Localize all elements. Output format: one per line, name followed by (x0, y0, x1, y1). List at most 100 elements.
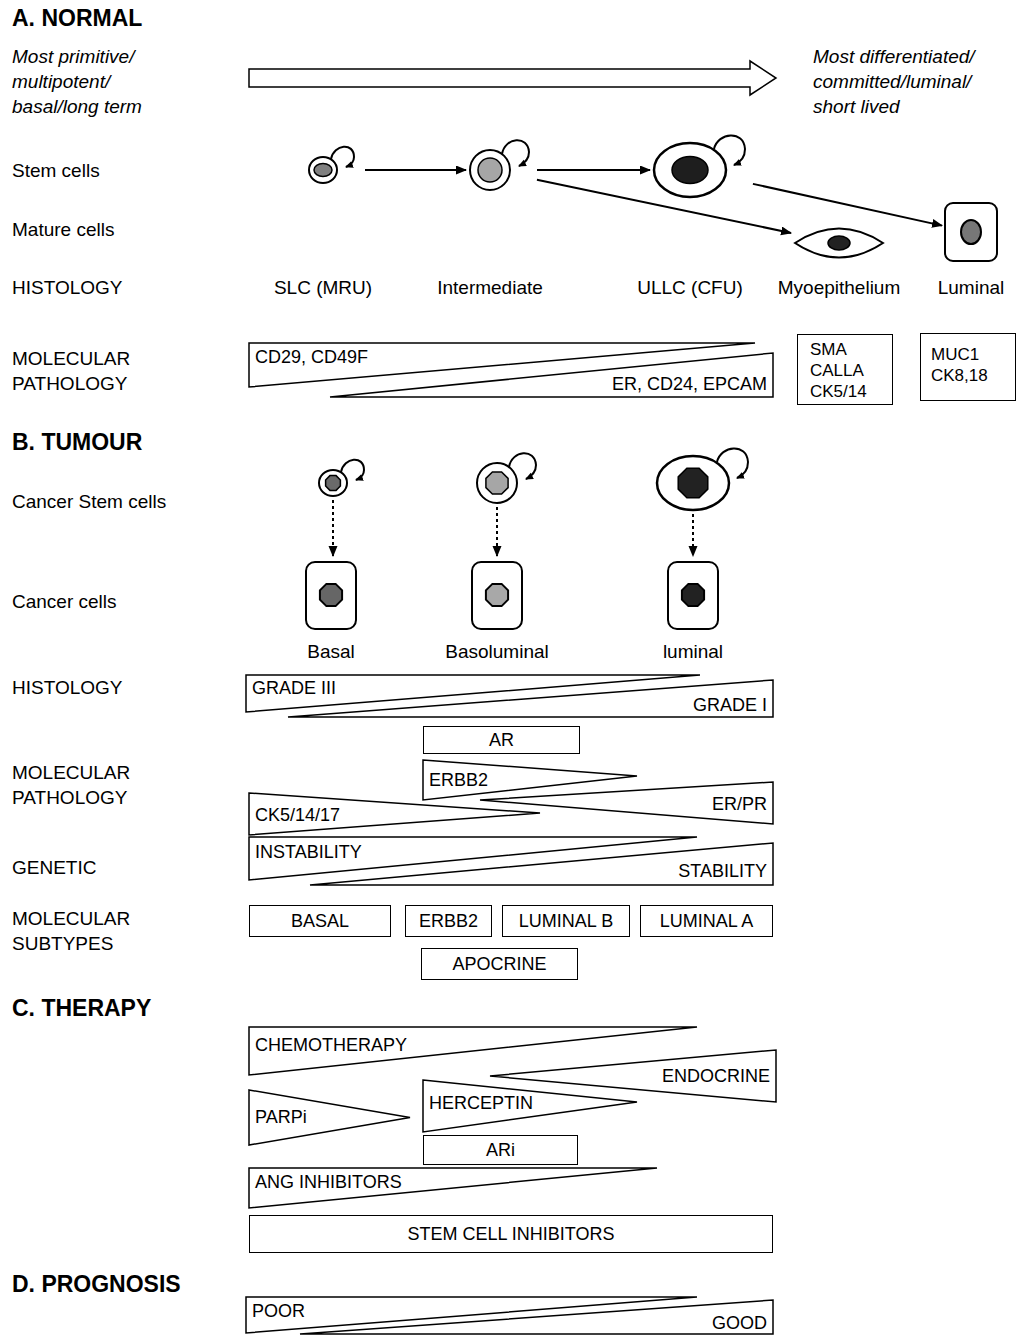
cell-drawing (307, 140, 362, 186)
section-heading: B. TUMOUR (12, 429, 142, 455)
row-label: HISTOLOGY (12, 675, 123, 700)
drawing-path (714, 135, 745, 165)
cell-label: luminal (663, 639, 723, 664)
cell-label: ULLC (CFU) (637, 275, 743, 300)
category-box: LUMINAL B (502, 905, 630, 937)
band-text: ERBB2 (419, 911, 478, 931)
drawing-circle (478, 158, 502, 182)
drawing-ellipse (672, 157, 708, 184)
cell-drawing (468, 134, 534, 192)
cell: Intermediate (468, 134, 534, 192)
connector (753, 184, 942, 226)
cell: ULLC (CFU) (652, 128, 750, 199)
category-box: LUMINAL A (640, 905, 773, 937)
connector (365, 169, 466, 171)
wedge-outline (300, 1300, 773, 1334)
category-box: BASAL (249, 905, 391, 937)
gradient-wedge: ERBB2 (423, 760, 637, 800)
gradient-wedge: GRADE III (246, 675, 700, 712)
section-heading: C. THERAPY (12, 995, 151, 1021)
band-text: APOCRINE (452, 954, 546, 974)
band-text: GOOD (712, 1313, 767, 1333)
row-label: MOLECULAR SUBTYPES (12, 906, 162, 956)
cell-label: Basoluminal (445, 639, 549, 664)
cell-drawing (305, 561, 357, 630)
drawing-polygon (486, 472, 508, 494)
cell-drawing (667, 561, 719, 630)
drawing-path (795, 229, 883, 258)
drawing-ellipse (319, 470, 347, 496)
wedge-shape (423, 1080, 637, 1132)
drawing-polygon (320, 584, 342, 606)
cell: luminal (667, 561, 719, 630)
cell: Luminal (944, 202, 998, 262)
cell-drawing (944, 202, 998, 262)
band-text: MUC1 CK8,18 (931, 344, 1011, 386)
cell-drawing (471, 561, 523, 630)
dashed-arrow (332, 500, 334, 556)
gradient-wedge: ER/PR (480, 782, 773, 824)
cell: SLC (MRU) (307, 140, 362, 186)
dashed-arrow (692, 514, 694, 556)
band-text: ER/PR (712, 794, 767, 814)
row-label: Cancer cells (12, 589, 117, 614)
drawing-path (717, 448, 748, 478)
band-text: BASAL (291, 911, 349, 931)
drawing-ellipse (309, 157, 337, 183)
wedge-shape (249, 837, 697, 880)
drawing-rect (306, 562, 356, 629)
drawing-rect (945, 203, 997, 261)
wedge-outline (246, 1297, 697, 1333)
wedge-shape (310, 843, 773, 885)
band-text: CD29, CD49F (255, 347, 368, 367)
drawing-rect (668, 562, 718, 629)
drawing-polygon (682, 584, 704, 606)
gradient-wedge: PARPi (249, 1090, 410, 1145)
axis-note: Most differentiated/ committed/luminal/ … (813, 44, 1013, 119)
band-text: INSTABILITY (255, 842, 362, 862)
category-box: ARi (423, 1135, 578, 1165)
drawing-ellipse (654, 143, 726, 197)
section-heading: D. PROGNOSIS (12, 1271, 181, 1297)
cell-drawing (793, 227, 885, 259)
row-label: Cancer Stem cells (12, 489, 166, 514)
band-text: SMA CALLA CK5/14 (810, 339, 888, 402)
gradient-wedge: INSTABILITY (249, 837, 697, 880)
drawing-ellipse (828, 236, 850, 250)
wedge-shape (480, 782, 773, 824)
wedge-shape (330, 353, 773, 397)
band-text: GRADE III (252, 678, 336, 698)
cell-label: Basal (307, 639, 355, 664)
wedge-shape (249, 1168, 657, 1208)
cell: Basal (305, 561, 357, 630)
drawing-rect (472, 562, 522, 629)
row-label: MOLECULAR PATHOLOGY (12, 760, 162, 810)
drawing-polygon (486, 584, 508, 606)
band-text: ANG INHIBITORS (255, 1172, 402, 1192)
gradient-wedge: GRADE I (288, 680, 773, 717)
band-text: LUMINAL A (660, 911, 753, 931)
cell-label: SLC (MRU) (274, 275, 372, 300)
drawing-path (509, 453, 536, 479)
gradient-wedge: HERCEPTIN (423, 1080, 637, 1132)
band-text: GRADE I (693, 695, 767, 715)
band-text: ERBB2 (429, 770, 488, 790)
category-box: AR (423, 726, 580, 754)
marker-box: MUC1 CK8,18 (920, 333, 1016, 401)
band-text: PARPi (255, 1107, 307, 1127)
cell-label: Myoepithelium (778, 275, 901, 300)
wedge-shape (249, 1027, 697, 1075)
category-box: STEM CELL INHIBITORS (249, 1215, 773, 1253)
dashed-arrow (496, 507, 498, 556)
band-text: ENDOCRINE (662, 1066, 770, 1086)
cell-label: Luminal (938, 275, 1005, 300)
wedge-shape (300, 1300, 773, 1334)
gradient-wedge: ER, CD24, EPCAM (330, 353, 773, 397)
row-label: HISTOLOGY (12, 275, 123, 300)
drawing-polygon (326, 476, 341, 491)
band-text: AR (489, 730, 514, 750)
drawing-ellipse (314, 164, 332, 177)
wedge-shape (246, 1297, 697, 1333)
wedge-shape (249, 1090, 410, 1145)
band-text: ARi (486, 1140, 515, 1160)
